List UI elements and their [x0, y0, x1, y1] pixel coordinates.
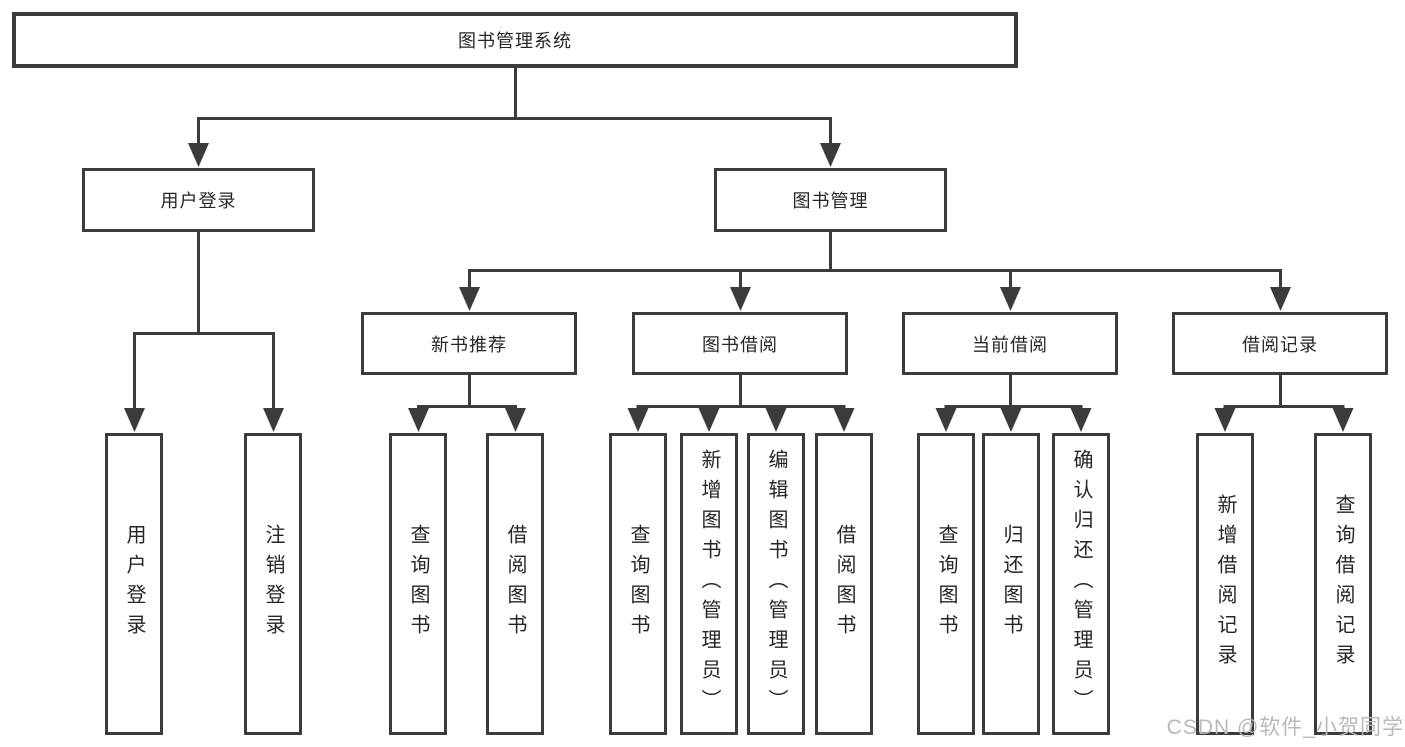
leaf-logout-label: 注销登录: [262, 524, 284, 644]
leaf-current-confirm-return-admin-label: 确认归还（管理员）: [1070, 449, 1092, 719]
node-user-login: 用户登录: [82, 168, 315, 232]
leaf-record-add-record: 新增借阅记录: [1196, 433, 1254, 735]
leaf-newbook-borrow-books: 借阅图书: [486, 433, 544, 735]
node-book-borrow: 图书借阅: [632, 312, 848, 375]
node-borrow-record: 借阅记录: [1172, 312, 1388, 375]
node-new-book-recommend: 新书推荐: [361, 312, 577, 375]
leaf-newbook-query-books-label: 查询图书: [407, 524, 429, 644]
node-book-borrow-label: 图书借阅: [702, 334, 778, 355]
leaf-borrow-borrow-books: 借阅图书: [815, 433, 873, 735]
leaf-current-return-books: 归还图书: [982, 433, 1040, 735]
leaf-current-query-books-label: 查询图书: [935, 524, 957, 644]
leaf-borrow-add-books-admin: 新增图书（管理员）: [680, 433, 738, 735]
leaf-current-confirm-return-admin: 确认归还（管理员）: [1052, 433, 1110, 735]
leaf-newbook-borrow-books-label: 借阅图书: [504, 524, 526, 644]
leaf-record-query-record: 查询借阅记录: [1314, 433, 1372, 735]
node-root-label: 图书管理系统: [458, 31, 572, 51]
leaf-borrow-add-books-admin-label: 新增图书（管理员）: [698, 449, 720, 719]
leaf-record-add-record-label: 新增借阅记录: [1214, 494, 1236, 674]
node-borrow-record-label: 借阅记录: [1242, 334, 1318, 355]
node-book-management: 图书管理: [714, 168, 947, 232]
leaf-record-query-record-label: 查询借阅记录: [1332, 494, 1354, 674]
leaf-borrow-query-books: 查询图书: [609, 433, 667, 735]
leaf-current-return-books-label: 归还图书: [1000, 524, 1022, 644]
node-book-management-label: 图书管理: [792, 191, 869, 211]
node-user-login-label: 用户登录: [160, 191, 237, 211]
leaf-borrow-query-books-label: 查询图书: [627, 524, 649, 644]
leaf-borrow-borrow-books-label: 借阅图书: [833, 524, 855, 644]
leaf-newbook-query-books: 查询图书: [389, 433, 447, 735]
node-current-borrow: 当前借阅: [902, 312, 1118, 375]
leaf-user-login-label: 用户登录: [123, 524, 145, 644]
leaf-current-query-books: 查询图书: [917, 433, 975, 735]
node-root-system: 图书管理系统: [12, 12, 1018, 68]
node-current-borrow-label: 当前借阅: [972, 334, 1048, 355]
leaf-user-login: 用户登录: [105, 433, 163, 735]
node-new-book-recommend-label: 新书推荐: [431, 334, 507, 355]
leaf-borrow-edit-books-admin: 编辑图书（管理员）: [747, 433, 805, 735]
leaf-borrow-edit-books-admin-label: 编辑图书（管理员）: [765, 449, 787, 719]
leaf-logout: 注销登录: [244, 433, 302, 735]
